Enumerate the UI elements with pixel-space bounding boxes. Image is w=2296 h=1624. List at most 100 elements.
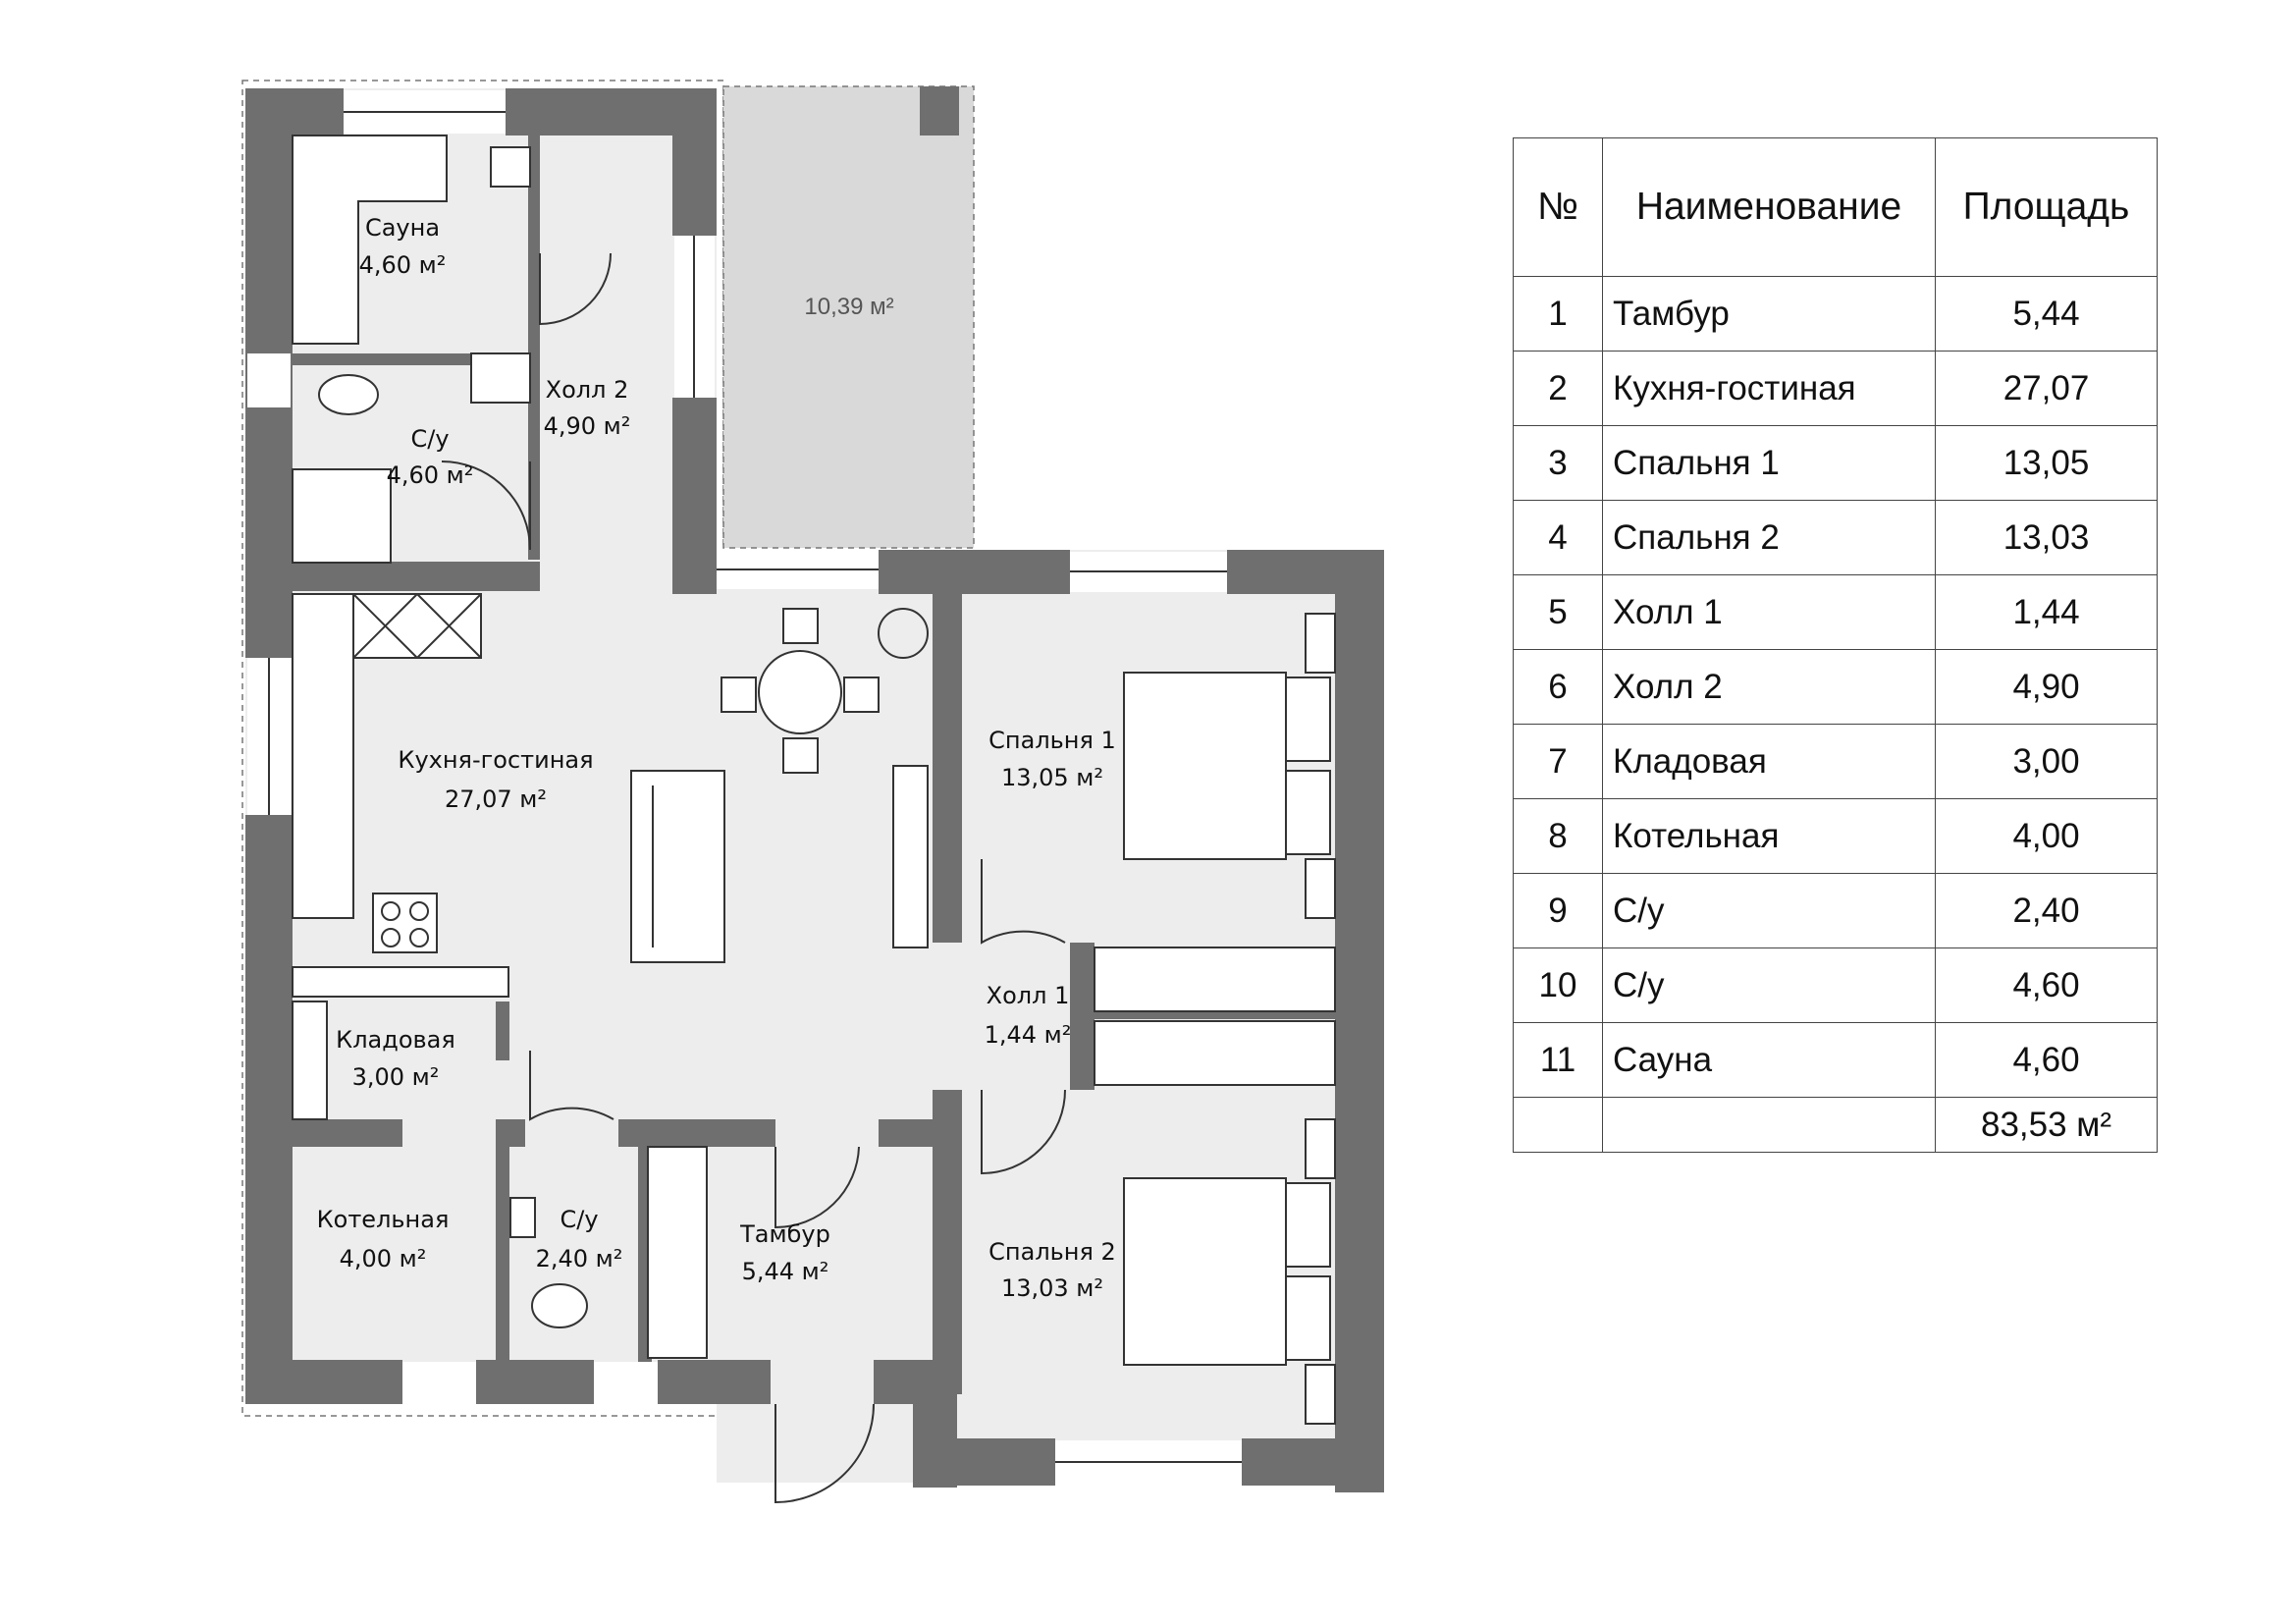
total-area: 83,53 м²: [1935, 1097, 2158, 1153]
floor-plan: Сауна 4,60 м² С/у 4,60 м² Холл 2 4,90 м²…: [241, 80, 1384, 1504]
header-num: №: [1513, 137, 1603, 277]
nightstand: [1305, 1118, 1336, 1179]
area-boiler: 4,00 м²: [340, 1245, 427, 1272]
cell-name: Тамбур: [1602, 276, 1936, 352]
area-wc-big: 4,60 м²: [387, 461, 474, 489]
cell-name: Спальня 1: [1602, 425, 1936, 501]
wall: [245, 1360, 402, 1404]
cell-num: 1: [1513, 276, 1603, 352]
cell-num: 8: [1513, 798, 1603, 874]
chair: [843, 677, 880, 713]
shower-icon: [292, 468, 392, 564]
wardrobe: [1094, 947, 1336, 1012]
kitchen-counter: [292, 593, 354, 919]
wall: [933, 550, 962, 943]
nightstand: [1305, 858, 1336, 919]
tv-stand: [892, 765, 929, 948]
area-hall2: 4,90 м²: [544, 412, 631, 440]
cell-area: 3,00: [1935, 724, 2158, 799]
window: [594, 1362, 658, 1402]
toilet-icon: [318, 374, 379, 415]
chair: [721, 677, 757, 713]
door[interactable]: [441, 460, 531, 551]
bed-bedroom-2: [1123, 1177, 1287, 1366]
entrance-door[interactable]: [774, 1403, 875, 1504]
area-terrace: 10,39 м²: [804, 294, 893, 320]
label-tambur: Тамбур: [739, 1220, 830, 1248]
window: [402, 1362, 476, 1402]
floor-entrance: [717, 1139, 942, 1384]
sink-icon: [470, 352, 531, 404]
label-pantry: Кладовая: [336, 1026, 455, 1054]
cell-num: 2: [1513, 351, 1603, 426]
wardrobe: [647, 1146, 708, 1359]
door[interactable]: [981, 1089, 1066, 1175]
header-area: Площадь: [1935, 137, 2158, 277]
label-bedroom-2: Спальня 2: [988, 1238, 1116, 1266]
cell-area: 4,00: [1935, 798, 2158, 874]
wall: [476, 1360, 594, 1404]
wall: [245, 815, 293, 1375]
door[interactable]: [539, 252, 612, 326]
stove-icon: [372, 893, 438, 953]
wall: [672, 398, 717, 594]
wall: [879, 550, 1070, 594]
cell-num: 4: [1513, 500, 1603, 575]
cell-num: 9: [1513, 873, 1603, 948]
cell-empty: [1602, 1097, 1936, 1153]
cell-empty: [1513, 1097, 1603, 1153]
area-sauna: 4,60 м²: [359, 251, 447, 279]
wall: [528, 128, 540, 560]
wall: [245, 88, 344, 135]
pantry-shelf: [292, 1001, 328, 1120]
wall: [658, 1360, 771, 1404]
toilet-icon: [531, 1283, 588, 1328]
cell-name: С/у: [1602, 873, 1936, 948]
label-sauna: Сауна: [365, 214, 440, 242]
cell-num: 7: [1513, 724, 1603, 799]
cell-name: Кладовая: [1602, 724, 1936, 799]
cell-name: Холл 1: [1602, 574, 1936, 650]
nightstand: [1305, 613, 1336, 674]
cell-num: 5: [1513, 574, 1603, 650]
kitchen-upper-cabinets: [352, 593, 482, 659]
area-tambur: 5,44 м²: [742, 1258, 829, 1285]
cell-area: 4,90: [1935, 649, 2158, 725]
pillow: [1285, 1182, 1331, 1268]
cell-name: Холл 2: [1602, 649, 1936, 725]
wall: [1090, 1011, 1335, 1019]
cell-num: 10: [1513, 947, 1603, 1023]
area-bedroom-1: 13,05 м²: [1001, 764, 1103, 791]
plant-icon: [878, 608, 929, 659]
wall: [879, 1119, 937, 1147]
label-wc-small: С/у: [560, 1206, 598, 1233]
label-kitchen: Кухня-гостиная: [398, 746, 593, 774]
sink-icon: [509, 1197, 536, 1238]
pillow: [1285, 770, 1331, 855]
sofa: [630, 770, 725, 963]
label-bedroom-1: Спальня 1: [988, 727, 1116, 754]
cell-name: Сауна: [1602, 1022, 1936, 1098]
cell-name: Котельная: [1602, 798, 1936, 874]
door[interactable]: [774, 1146, 860, 1229]
door[interactable]: [529, 1051, 614, 1121]
cell-num: 6: [1513, 649, 1603, 725]
wall: [245, 1119, 402, 1147]
chair: [782, 608, 819, 644]
cell-area: 27,07: [1935, 351, 2158, 426]
label-hall2: Холл 2: [546, 376, 629, 404]
area-hall1: 1,44 м²: [985, 1021, 1072, 1049]
wall: [1242, 1438, 1384, 1486]
cell-name: Спальня 2: [1602, 500, 1936, 575]
cell-num: 11: [1513, 1022, 1603, 1098]
area-pantry: 3,00 м²: [352, 1063, 440, 1091]
terrace-column: [920, 86, 959, 135]
door[interactable]: [981, 859, 1066, 945]
